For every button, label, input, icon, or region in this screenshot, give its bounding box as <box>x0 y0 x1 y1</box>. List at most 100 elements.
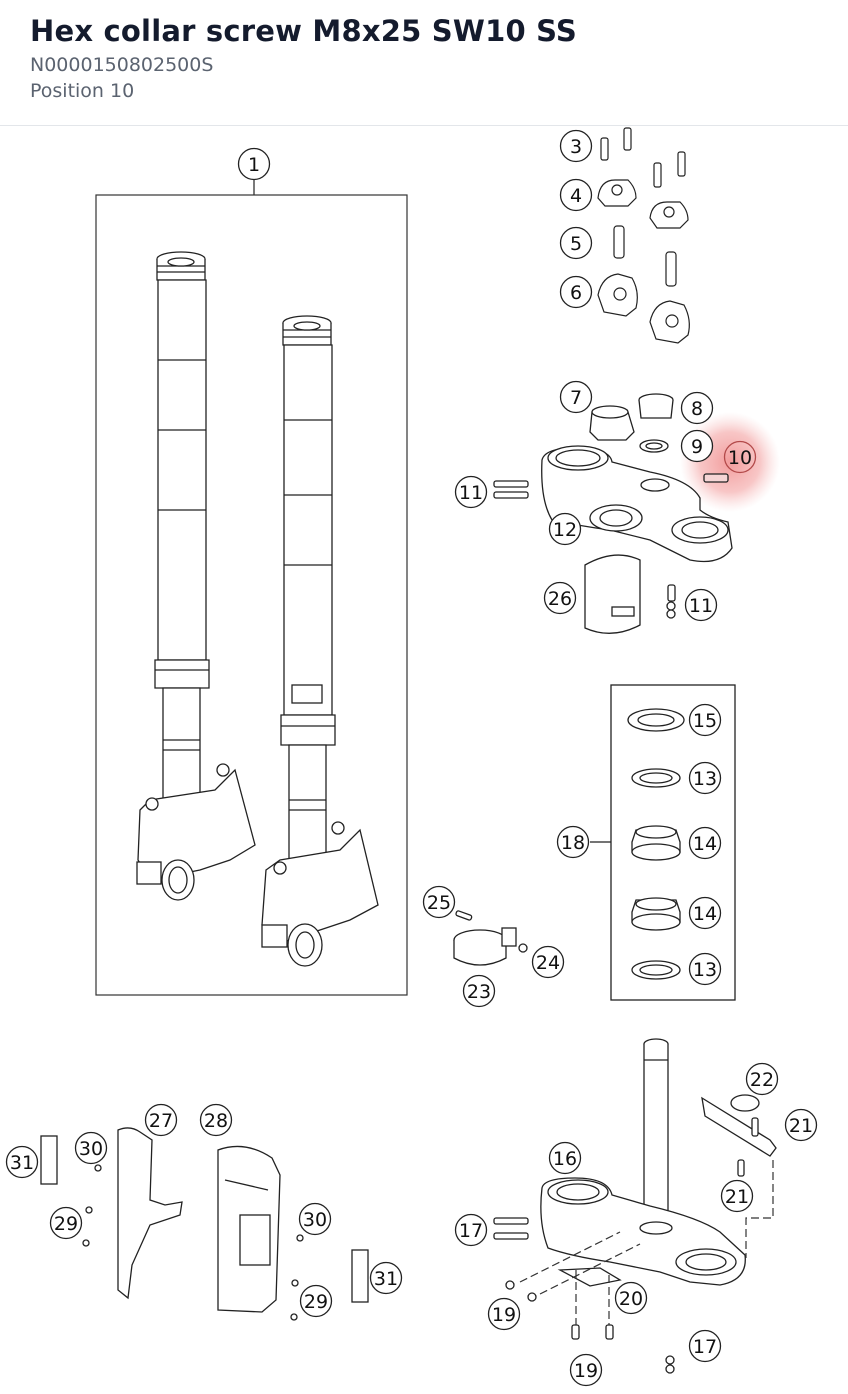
callout-c3[interactable]: 3 <box>559 129 593 163</box>
callout-c16[interactable]: 16 <box>548 1141 582 1175</box>
callout-c17a[interactable]: 17 <box>454 1213 488 1247</box>
callout-c5[interactable]: 5 <box>559 226 593 260</box>
part-header: Hex collar screw M8x25 SW10 SS N00001508… <box>0 0 848 126</box>
callout-circle <box>688 896 722 930</box>
fork-guards <box>40 1127 369 1321</box>
callout-circle <box>543 581 577 615</box>
callout-c21b[interactable]: 21 <box>720 1179 754 1213</box>
callout-circle <box>5 1145 39 1179</box>
callout-c18[interactable]: 18 <box>556 825 590 859</box>
callout-circle <box>548 512 582 546</box>
callout-label: 14 <box>693 903 717 925</box>
callout-c9[interactable]: 9 <box>680 429 714 463</box>
callout-label: 27 <box>149 1110 173 1132</box>
callout-label: 18 <box>561 832 585 854</box>
callout-label: 31 <box>374 1268 398 1290</box>
callout-c1[interactable]: 1 <box>237 147 271 181</box>
callout-c14a[interactable]: 14 <box>688 826 722 860</box>
callout-label: 30 <box>303 1209 327 1231</box>
callout-c7[interactable]: 7 <box>559 380 593 414</box>
callout-label: 22 <box>750 1069 774 1091</box>
callout-c26[interactable]: 26 <box>543 581 577 615</box>
callout-label: 19 <box>574 1360 598 1382</box>
callout-c28[interactable]: 28 <box>199 1103 233 1137</box>
callout-circle <box>559 380 593 414</box>
callout-c6[interactable]: 6 <box>559 275 593 309</box>
callout-label: 3 <box>570 136 582 158</box>
callout-label: 20 <box>619 1288 643 1310</box>
callout-c20[interactable]: 20 <box>614 1281 648 1315</box>
callout-c31a[interactable]: 31 <box>5 1145 39 1179</box>
callout-c10[interactable]: 10 <box>723 440 757 474</box>
callout-c8[interactable]: 8 <box>680 391 714 425</box>
callout-c30b[interactable]: 30 <box>298 1202 332 1236</box>
callout-c25[interactable]: 25 <box>422 885 456 919</box>
callout-c11a[interactable]: 11 <box>454 475 488 509</box>
callout-c19b[interactable]: 19 <box>569 1353 603 1387</box>
callout-label: 10 <box>728 447 752 469</box>
callout-c17b[interactable]: 17 <box>688 1329 722 1363</box>
callout-c23[interactable]: 23 <box>462 974 496 1008</box>
callout-label: 31 <box>10 1152 34 1174</box>
callout-circle <box>369 1261 403 1295</box>
callout-label: 15 <box>693 710 717 732</box>
callout-c4[interactable]: 4 <box>559 178 593 212</box>
callout-circle <box>745 1062 779 1096</box>
callout-circle <box>559 275 593 309</box>
callout-circle <box>680 429 714 463</box>
callout-c31b[interactable]: 31 <box>369 1261 403 1295</box>
callout-label: 21 <box>789 1115 813 1137</box>
callout-circle <box>462 974 496 1008</box>
callout-c19a[interactable]: 19 <box>487 1297 521 1331</box>
callout-circle <box>199 1103 233 1137</box>
callout-circle <box>548 1141 582 1175</box>
callout-circle <box>454 1213 488 1247</box>
callout-circle <box>688 952 722 986</box>
callout-label: 29 <box>54 1213 78 1235</box>
callout-circle <box>784 1108 818 1142</box>
callout-c15[interactable]: 15 <box>688 703 722 737</box>
callout-c29b[interactable]: 29 <box>299 1284 333 1318</box>
callout-circle <box>688 703 722 737</box>
callout-c24[interactable]: 24 <box>531 945 565 979</box>
callout-c29a[interactable]: 29 <box>49 1206 83 1240</box>
callout-circle <box>531 945 565 979</box>
callout-label: 30 <box>79 1138 103 1160</box>
callout-c27[interactable]: 27 <box>144 1103 178 1137</box>
callout-label: 8 <box>691 398 703 420</box>
callout-c13a[interactable]: 13 <box>688 761 722 795</box>
callout-circle <box>559 129 593 163</box>
callout-c22[interactable]: 22 <box>745 1062 779 1096</box>
callout-c13b[interactable]: 13 <box>688 952 722 986</box>
callout-c11b[interactable]: 11 <box>684 588 718 622</box>
callout-circle <box>720 1179 754 1213</box>
callout-label: 13 <box>693 959 717 981</box>
callout-label: 11 <box>459 482 483 504</box>
callout-label: 28 <box>204 1110 228 1132</box>
callout-circle <box>299 1284 333 1318</box>
callout-c21a[interactable]: 21 <box>784 1108 818 1142</box>
callout-c30a[interactable]: 30 <box>74 1131 108 1165</box>
callout-c12[interactable]: 12 <box>548 512 582 546</box>
callout-label: 13 <box>693 768 717 790</box>
clamp-ring <box>453 910 528 966</box>
callout-c14b[interactable]: 14 <box>688 896 722 930</box>
assembly-dash-lines <box>519 1160 774 1325</box>
callout-circle <box>298 1202 332 1236</box>
callout-circle <box>684 588 718 622</box>
callout-label: 4 <box>570 185 582 207</box>
callout-label: 24 <box>536 952 560 974</box>
callout-circle <box>688 761 722 795</box>
callout-label: 25 <box>427 892 451 914</box>
part-number: N0000150802500S <box>30 54 214 76</box>
callout-circle <box>559 178 593 212</box>
part-title: Hex collar screw M8x25 SW10 SS <box>30 14 578 48</box>
callout-label: 19 <box>492 1304 516 1326</box>
callout-circle <box>74 1131 108 1165</box>
lower-triple-clamp <box>493 1038 777 1374</box>
callout-label: 7 <box>570 387 582 409</box>
callout-circle <box>422 885 456 919</box>
callout-circle <box>569 1353 603 1387</box>
